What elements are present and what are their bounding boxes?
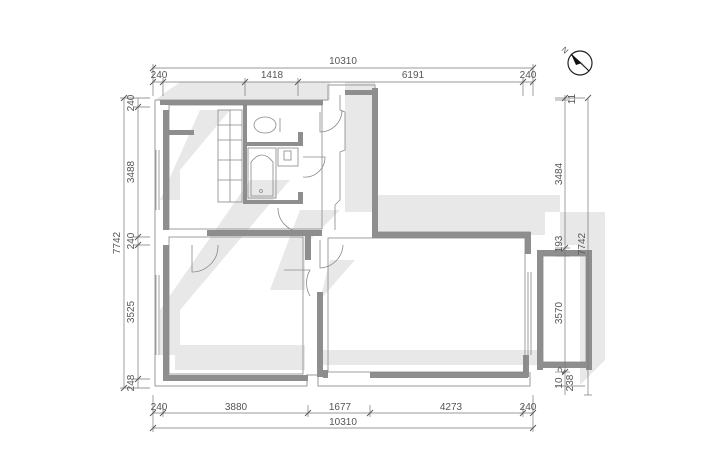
door-swing-icon (319, 240, 344, 269)
compass-north-label: N (560, 45, 571, 56)
dimension-ticks (120, 64, 592, 432)
door-swing-icon (319, 109, 343, 133)
toilet-icon (253, 116, 277, 134)
dim-top-seg-2: 1418 (261, 70, 284, 81)
dim-left-seg-4: 3525 (126, 300, 137, 323)
dim-right-seg-5: 10 (554, 377, 565, 389)
dim-right-total: 7742 (577, 232, 588, 255)
door-swing-icon (302, 156, 326, 178)
doors (191, 109, 344, 297)
dim-right-seg-3: 193 (554, 235, 565, 252)
walls (160, 88, 592, 381)
dim-right-seg-4: 3570 (554, 301, 565, 324)
bathroom-fixtures (217, 109, 299, 203)
dim-top-seg-3: 6191 (402, 70, 425, 81)
dim-bottom-total: 10310 (329, 417, 357, 428)
dim-left-seg-3: 240 (126, 232, 137, 249)
dimension-lines (120, 64, 592, 432)
dim-left-seg-1: 240 (126, 94, 137, 111)
dim-right-seg-1: 11 (567, 93, 578, 104)
door-swing-icon (277, 207, 304, 233)
dim-left-total: 7742 (112, 231, 123, 254)
dim-top-seg-4: 240 (520, 70, 537, 81)
north-arrow-icon: N (560, 45, 593, 76)
door-swing-icon (284, 269, 311, 297)
door-swing-icon (191, 244, 219, 273)
dim-left-seg-5: 248 (126, 374, 137, 391)
dim-bottom-seg-3: 1677 (329, 402, 352, 413)
dim-bottom-seg-2: 3880 (225, 402, 248, 413)
dim-left-seg-2: 3488 (126, 160, 137, 183)
bathtub-icon (250, 154, 274, 197)
dim-bottom-seg-4: 4273 (440, 402, 463, 413)
dim-right-seg-6: 2 (556, 365, 569, 376)
dim-top-total: 10310 (329, 56, 357, 67)
dim-bottom-seg-5: 240 (520, 402, 537, 413)
dim-right-seg-2: 3484 (554, 162, 565, 185)
dim-top-seg-1: 240 (151, 70, 168, 81)
dim-right-seg-7: 238 (565, 374, 576, 391)
dim-bottom-seg-1: 240 (151, 402, 168, 413)
sink-icon (283, 150, 292, 161)
